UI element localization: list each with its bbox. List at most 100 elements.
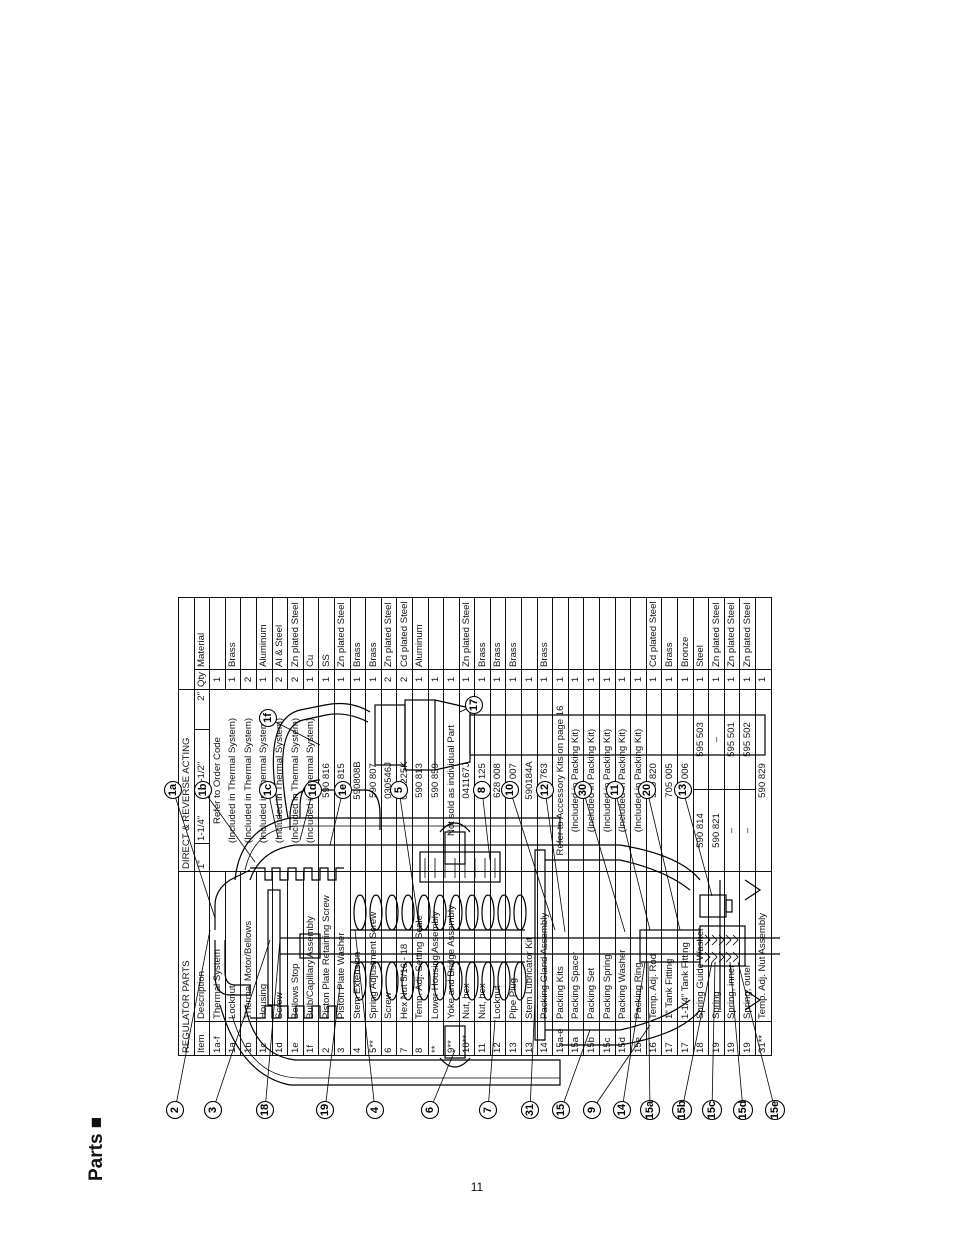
callout-circle [701,1099,723,1121]
callout-label: 10 [504,784,516,796]
callout-label: 1a [167,783,179,796]
callout-label: 6 [424,1107,436,1113]
callout-12: 12 [535,780,566,933]
leader-line [398,789,421,933]
callout-circle [639,1099,661,1121]
callout-15c: 15c [701,961,723,1121]
callout-15d: 15d [729,961,754,1121]
leader-line [614,789,651,931]
callout-label: 19 [319,1104,331,1116]
callout-circle [582,1100,602,1120]
callout-circle [671,1099,693,1121]
callout-label: 1e [337,784,349,796]
callout-circle [764,1099,786,1121]
leader-line [329,789,344,846]
leader-line [429,1049,456,1111]
callout-1e: 1e [329,780,353,846]
leader-line [682,789,713,897]
callout-circle [389,780,409,800]
callout-10: 10 [500,780,556,931]
callout-4: 4 [354,929,385,1120]
callout-31: 31 [520,999,540,1120]
callout-label: 13 [677,784,689,796]
leader-line [544,789,566,933]
callout-circle [333,780,353,800]
leader-line [582,789,626,933]
leader-line [591,1024,651,1111]
leader-line [354,929,376,1111]
leader-line [681,961,713,1111]
callout-9: 9 [582,1024,651,1120]
leader-line [487,1019,496,1111]
callout-15: 15 [551,1029,591,1120]
callout-5: 5 [389,780,421,933]
callout-15a: 15a [639,961,661,1121]
callout-circle [193,780,213,800]
leader-line [202,789,256,863]
callout-label: 4 [369,1106,381,1113]
callout-circle [165,1100,185,1120]
callout-label: 2 [169,1107,181,1113]
leader-line [324,984,341,1111]
callout-14: 14 [612,961,646,1120]
callout-circle [612,1100,632,1120]
callout-15b: 15b [671,961,713,1121]
callout-label: 15b [676,1100,688,1119]
page-number: 11 [470,1180,484,1194]
callout-label: 15c [706,1101,718,1119]
callout-label: 1c [262,784,274,796]
callout-label: 31 [524,1104,536,1116]
callout-30: 30 [573,780,626,933]
callout-circle [163,780,183,800]
callout-circle [637,780,657,800]
leader-line [172,789,216,919]
callout-label: 30 [577,784,589,796]
callout-label: 17 [468,699,480,711]
leader-line [647,961,651,1111]
callout-label: 9 [586,1107,598,1113]
leader-line [729,961,744,1111]
leader-line [560,1029,591,1111]
callout-label: 20 [641,784,653,796]
callout-7: 7 [478,1019,498,1120]
callout-label: 15a [644,1100,656,1119]
leader-line [646,789,681,931]
callout-label: 5 [393,787,405,793]
callout-circle [605,780,625,800]
leader-line [174,929,211,1111]
callout-label: 12 [539,784,551,796]
callout-circle [573,780,593,800]
regulator-cross-section-diagram [214,699,780,1086]
callout-label: 1d [307,784,319,797]
callout-circle [258,708,278,728]
callout-label: 3 [207,1107,219,1113]
callout-circle [315,1100,335,1120]
callout-1d: 1d [299,780,323,841]
callout-circle [732,1099,754,1121]
callout-label: 1b [197,783,209,796]
callout-circle [478,1100,498,1120]
callout-1f: 1f [258,708,321,746]
callout-11: 11 [605,780,651,931]
callout-8: 8 [472,780,492,861]
callout-label: 15e [769,1101,781,1119]
leader-line [212,939,271,1111]
callout-2: 2 [165,929,211,1120]
callout-label: 18 [259,1104,271,1116]
callout-label: 14 [616,1103,628,1116]
callout-circle [551,1100,571,1120]
callout-1c: 1c [258,780,279,839]
leader-line [529,999,536,1111]
callout-20: 20 [637,780,681,931]
callout-18: 18 [255,939,281,1120]
leader-line [509,789,556,931]
leader-line [737,961,776,1111]
callout-label: 7 [482,1107,494,1113]
leader-line [621,961,646,1111]
callout-label: 15 [555,1104,567,1116]
callout-label: 15d [737,1101,749,1120]
callout-19: 19 [315,984,341,1120]
callout-3: 3 [203,939,271,1120]
